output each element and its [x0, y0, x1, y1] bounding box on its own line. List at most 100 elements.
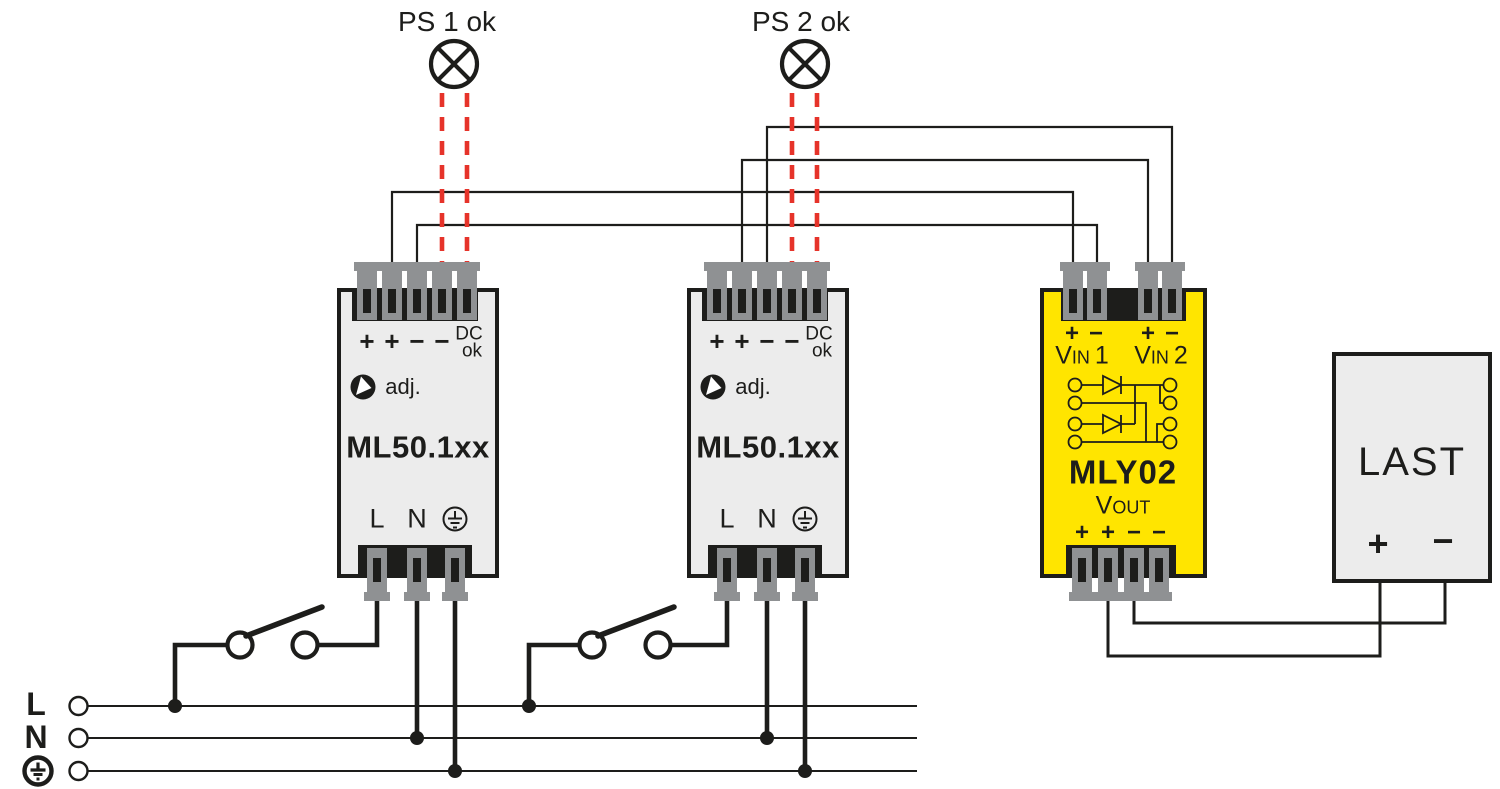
ps2-terminal-dcok	[804, 262, 830, 320]
mly02-terminal-vin1-plus	[1060, 262, 1086, 320]
mains-neutral-label: N	[24, 719, 48, 755]
wire-vout-minus-to-load-minus	[1132, 581, 1447, 625]
lamp1-circle	[428, 38, 480, 90]
ps1-terminal-dcok	[454, 262, 480, 320]
mly02-label-in-plus2: +	[1140, 320, 1156, 347]
ps1-terminal-minus2	[429, 262, 455, 320]
mains-earth-icon	[22, 755, 54, 787]
dc-signal-wires	[390, 125, 1174, 263]
junction-l-1	[168, 699, 182, 713]
lamp2-circle	[779, 38, 831, 90]
wire-l-to-switch1	[172, 642, 227, 706]
ps2-label-minus2: −	[784, 326, 800, 356]
ps2-label-plus1: +	[709, 326, 725, 356]
mly02-vout-label: VOUT	[1095, 491, 1151, 520]
ps1-terminal-plus2	[379, 262, 405, 320]
mly02-terminal-vin1-minus	[1084, 262, 1110, 320]
mains-line-label: L	[26, 686, 46, 722]
ps1-model-label: ML50.1xx	[346, 429, 490, 465]
ps2-label-dc: DC	[805, 323, 833, 345]
mly02-label-in-minus2: −	[1164, 320, 1180, 347]
ps1-label-minus1: −	[409, 326, 425, 356]
wire-switch1-to-ps1-l	[318, 598, 380, 648]
mly02-terminal-vout-plus1	[1069, 548, 1095, 601]
vin2-prefix: V	[1134, 341, 1151, 370]
ps1-label-l: L	[369, 503, 385, 534]
vin2-number: 2	[1173, 341, 1188, 370]
ps1-terminal-plus1	[354, 262, 380, 320]
load-plus-label: +	[1367, 523, 1389, 564]
junction-dots	[168, 699, 812, 778]
ps2-terminal-n	[754, 548, 780, 601]
switch2-blade	[595, 604, 677, 639]
switch2-contact-right	[643, 630, 673, 660]
switch-2	[577, 604, 677, 660]
ps2-terminal-minus2	[779, 262, 805, 320]
ps2-model-label: ML50.1xx	[696, 429, 840, 465]
mly02-terminal-vout-minus1	[1121, 548, 1147, 601]
switch1-blade	[243, 604, 325, 639]
ps2-terminal-plus2	[729, 262, 755, 320]
switch2-contact-left	[577, 630, 607, 660]
ps1-label-n: N	[407, 503, 427, 534]
junction-l-2	[522, 699, 536, 713]
lamp-2-label: PS 2 ok	[751, 6, 851, 37]
switch-1	[225, 604, 325, 660]
ps2-label-ok: ok	[811, 340, 833, 362]
mly02-label-out-plus1: +	[1074, 519, 1090, 546]
junction-pe-2	[798, 764, 812, 778]
mly02-label-out-minus1: −	[1126, 519, 1142, 546]
dc-ok-lamp-wires	[439, 93, 820, 262]
vin1-smallcaps: IN	[1071, 347, 1090, 368]
ps2-adjust-label: adj.	[735, 374, 771, 399]
power-supply-1: + + − − DC ok adj. ML50.1xx L N	[337, 262, 499, 601]
ps2-terminal-l	[714, 548, 740, 601]
ps1-terminal-n	[404, 548, 430, 601]
ps1-label-ok: ok	[461, 340, 483, 362]
ps2-label-l: L	[719, 503, 735, 534]
load-label: LAST	[1357, 440, 1467, 484]
junction-n-1	[410, 731, 424, 745]
ps1-label-plus2: +	[384, 326, 400, 356]
rail-n-open-end	[68, 727, 89, 749]
mly02-label-in-plus1: +	[1064, 320, 1080, 347]
mly02-label-in-minus1: −	[1088, 320, 1104, 347]
rail-l-open-end	[68, 695, 89, 717]
mly02-terminal-vout-minus2	[1146, 548, 1172, 601]
vout-prefix: V	[1095, 491, 1113, 520]
wire-ps2-plus-to-vin2-plus	[740, 158, 1150, 263]
vout-smallcaps: OUT	[1112, 497, 1151, 518]
rail-start-circles	[68, 695, 89, 782]
indicator-lamp-1-icon	[428, 38, 480, 90]
junction-n-2	[760, 731, 774, 745]
lamp1-cross	[436, 46, 472, 82]
vin1-number: 1	[1094, 341, 1109, 370]
ps2-terminal-minus1	[754, 262, 780, 320]
rail-pe-open-end	[68, 760, 89, 782]
ps1-label-minus2: −	[434, 326, 450, 356]
wire-switch2-to-ps2-l	[671, 598, 730, 648]
vin2-smallcaps: IN	[1150, 347, 1169, 368]
mly02-terminal-vout-plus2	[1095, 548, 1121, 601]
wire-l-to-switch2	[526, 642, 579, 706]
ps1-adjust-label: adj.	[385, 374, 421, 399]
junction-pe-1	[448, 764, 462, 778]
ps2-label-n: N	[757, 503, 777, 534]
indicator-lamp-2-icon	[779, 38, 831, 90]
mly02-terminal-vin2-plus	[1135, 262, 1161, 320]
mly02-label-out-minus2: −	[1151, 519, 1167, 546]
ps1-terminal-l	[364, 548, 390, 601]
ps1-label-plus1: +	[359, 326, 375, 356]
ps1-label-dc: DC	[455, 323, 483, 345]
ps1-terminal-minus1	[404, 262, 430, 320]
load-box: LAST + −	[1332, 352, 1492, 583]
lamp2-cross	[787, 46, 823, 82]
mains-drop-wires	[172, 598, 808, 771]
ps2-label-minus1: −	[759, 326, 775, 356]
ps1-terminal-pe	[442, 548, 468, 601]
mly02-terminal-vin2-minus	[1159, 262, 1185, 320]
